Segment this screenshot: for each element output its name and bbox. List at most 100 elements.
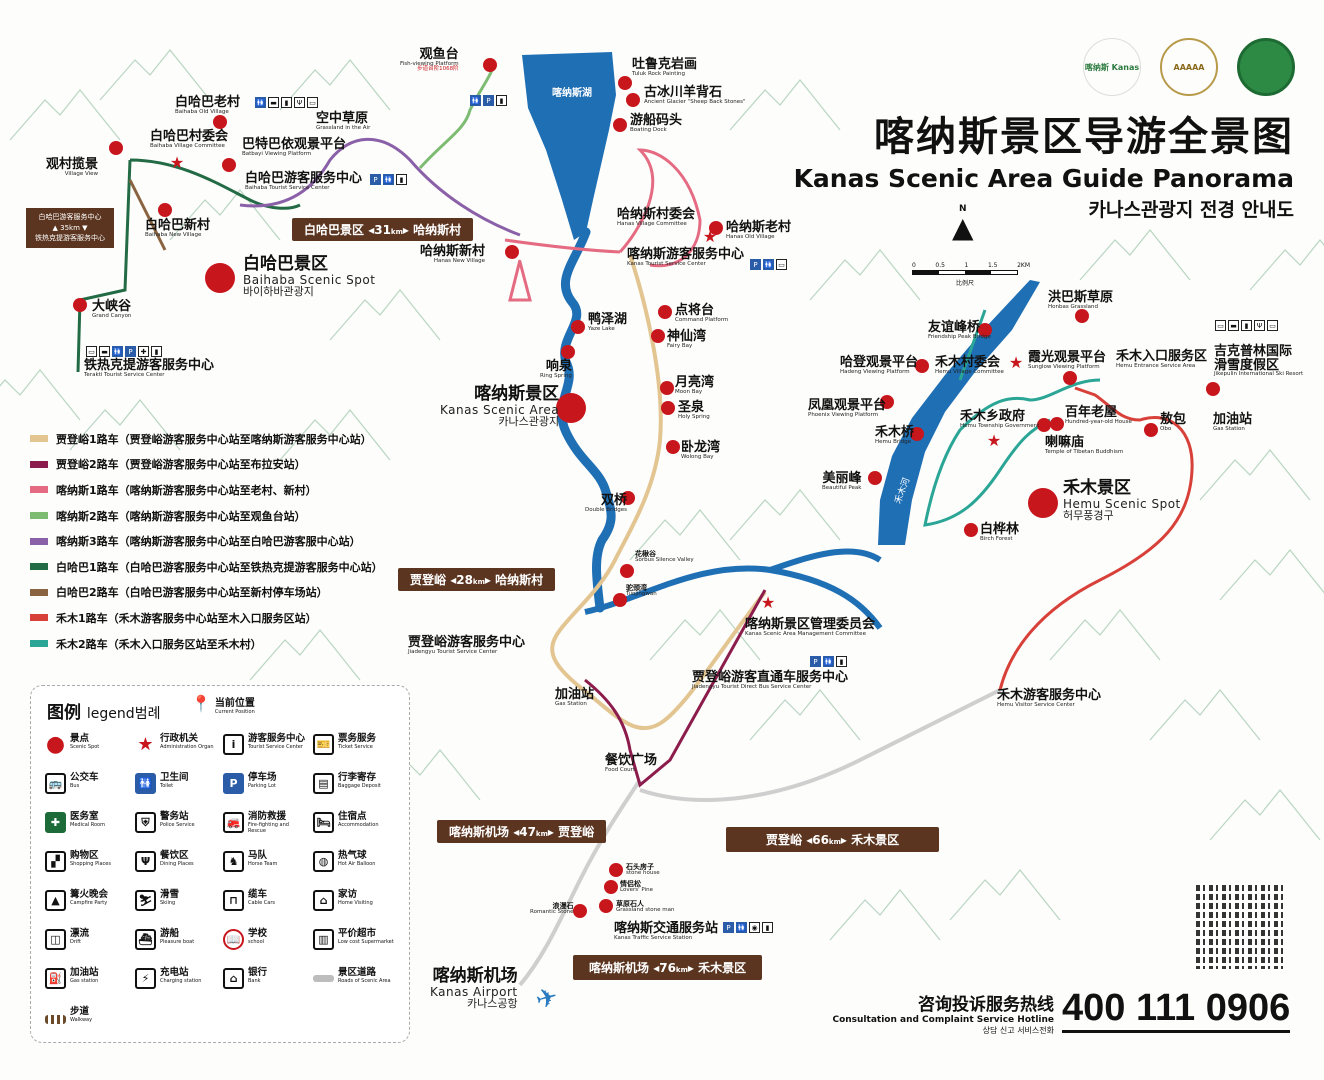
scenic-spot-marker[interactable] <box>604 880 618 894</box>
scenic-spot-marker[interactable] <box>571 320 585 334</box>
scenic-spot-marker[interactable] <box>660 381 674 395</box>
scenic-spot-marker[interactable] <box>1075 309 1089 323</box>
scenic-spot-marker[interactable] <box>964 523 978 537</box>
scenic-spot-marker[interactable] <box>1206 382 1220 396</box>
scenic-spot-marker[interactable] <box>1063 371 1077 385</box>
scenic-spot-marker[interactable] <box>213 115 227 129</box>
scenic-spot-marker[interactable] <box>222 158 236 172</box>
scenic-spot-marker[interactable] <box>620 564 634 578</box>
scenic-spot-marker[interactable] <box>613 593 627 607</box>
scenic-spot-marker[interactable] <box>651 329 665 343</box>
scenic-spot-marker[interactable] <box>613 118 627 132</box>
scenic-spot-marker[interactable] <box>505 245 519 259</box>
scenic-spot-marker[interactable] <box>666 440 680 454</box>
scenic-spot-marker[interactable] <box>661 401 675 415</box>
scenic-spot-marker[interactable] <box>1144 423 1158 437</box>
scenic-spot-marker[interactable] <box>1037 418 1051 432</box>
scenic-spot-marker[interactable] <box>561 345 575 359</box>
scenic-spot-marker[interactable] <box>709 221 723 235</box>
scenic-spot-marker[interactable] <box>915 359 929 373</box>
scenic-spot-marker[interactable] <box>483 58 497 72</box>
scenic-spot-marker[interactable] <box>109 141 123 155</box>
scenic-spot-marker[interactable] <box>1050 417 1064 431</box>
scenic-spot-marker[interactable] <box>978 323 992 337</box>
scenic-spot-marker[interactable] <box>573 904 587 918</box>
scenic-spot-marker[interactable] <box>910 427 924 441</box>
scenic-area-marker[interactable] <box>205 263 235 293</box>
scenic-spot-marker[interactable] <box>658 305 672 319</box>
qr-code[interactable] <box>1196 883 1284 969</box>
scenic-spot-marker[interactable] <box>73 298 87 312</box>
scenic-spot-marker[interactable] <box>618 76 632 90</box>
scenic-spot-marker[interactable] <box>599 899 613 913</box>
scenic-spot-marker[interactable] <box>868 471 882 485</box>
scenic-area-marker[interactable] <box>1028 488 1058 518</box>
scenic-spot-marker[interactable] <box>609 863 623 877</box>
hotline-number[interactable]: 400 111 0906 <box>1062 987 1291 1033</box>
scenic-spot-marker[interactable] <box>621 491 635 505</box>
scenic-spot-marker[interactable] <box>626 93 640 107</box>
scenic-spot-marker[interactable] <box>158 203 172 217</box>
scenic-spot-marker[interactable] <box>880 395 894 409</box>
scenic-area-marker[interactable] <box>556 393 586 423</box>
